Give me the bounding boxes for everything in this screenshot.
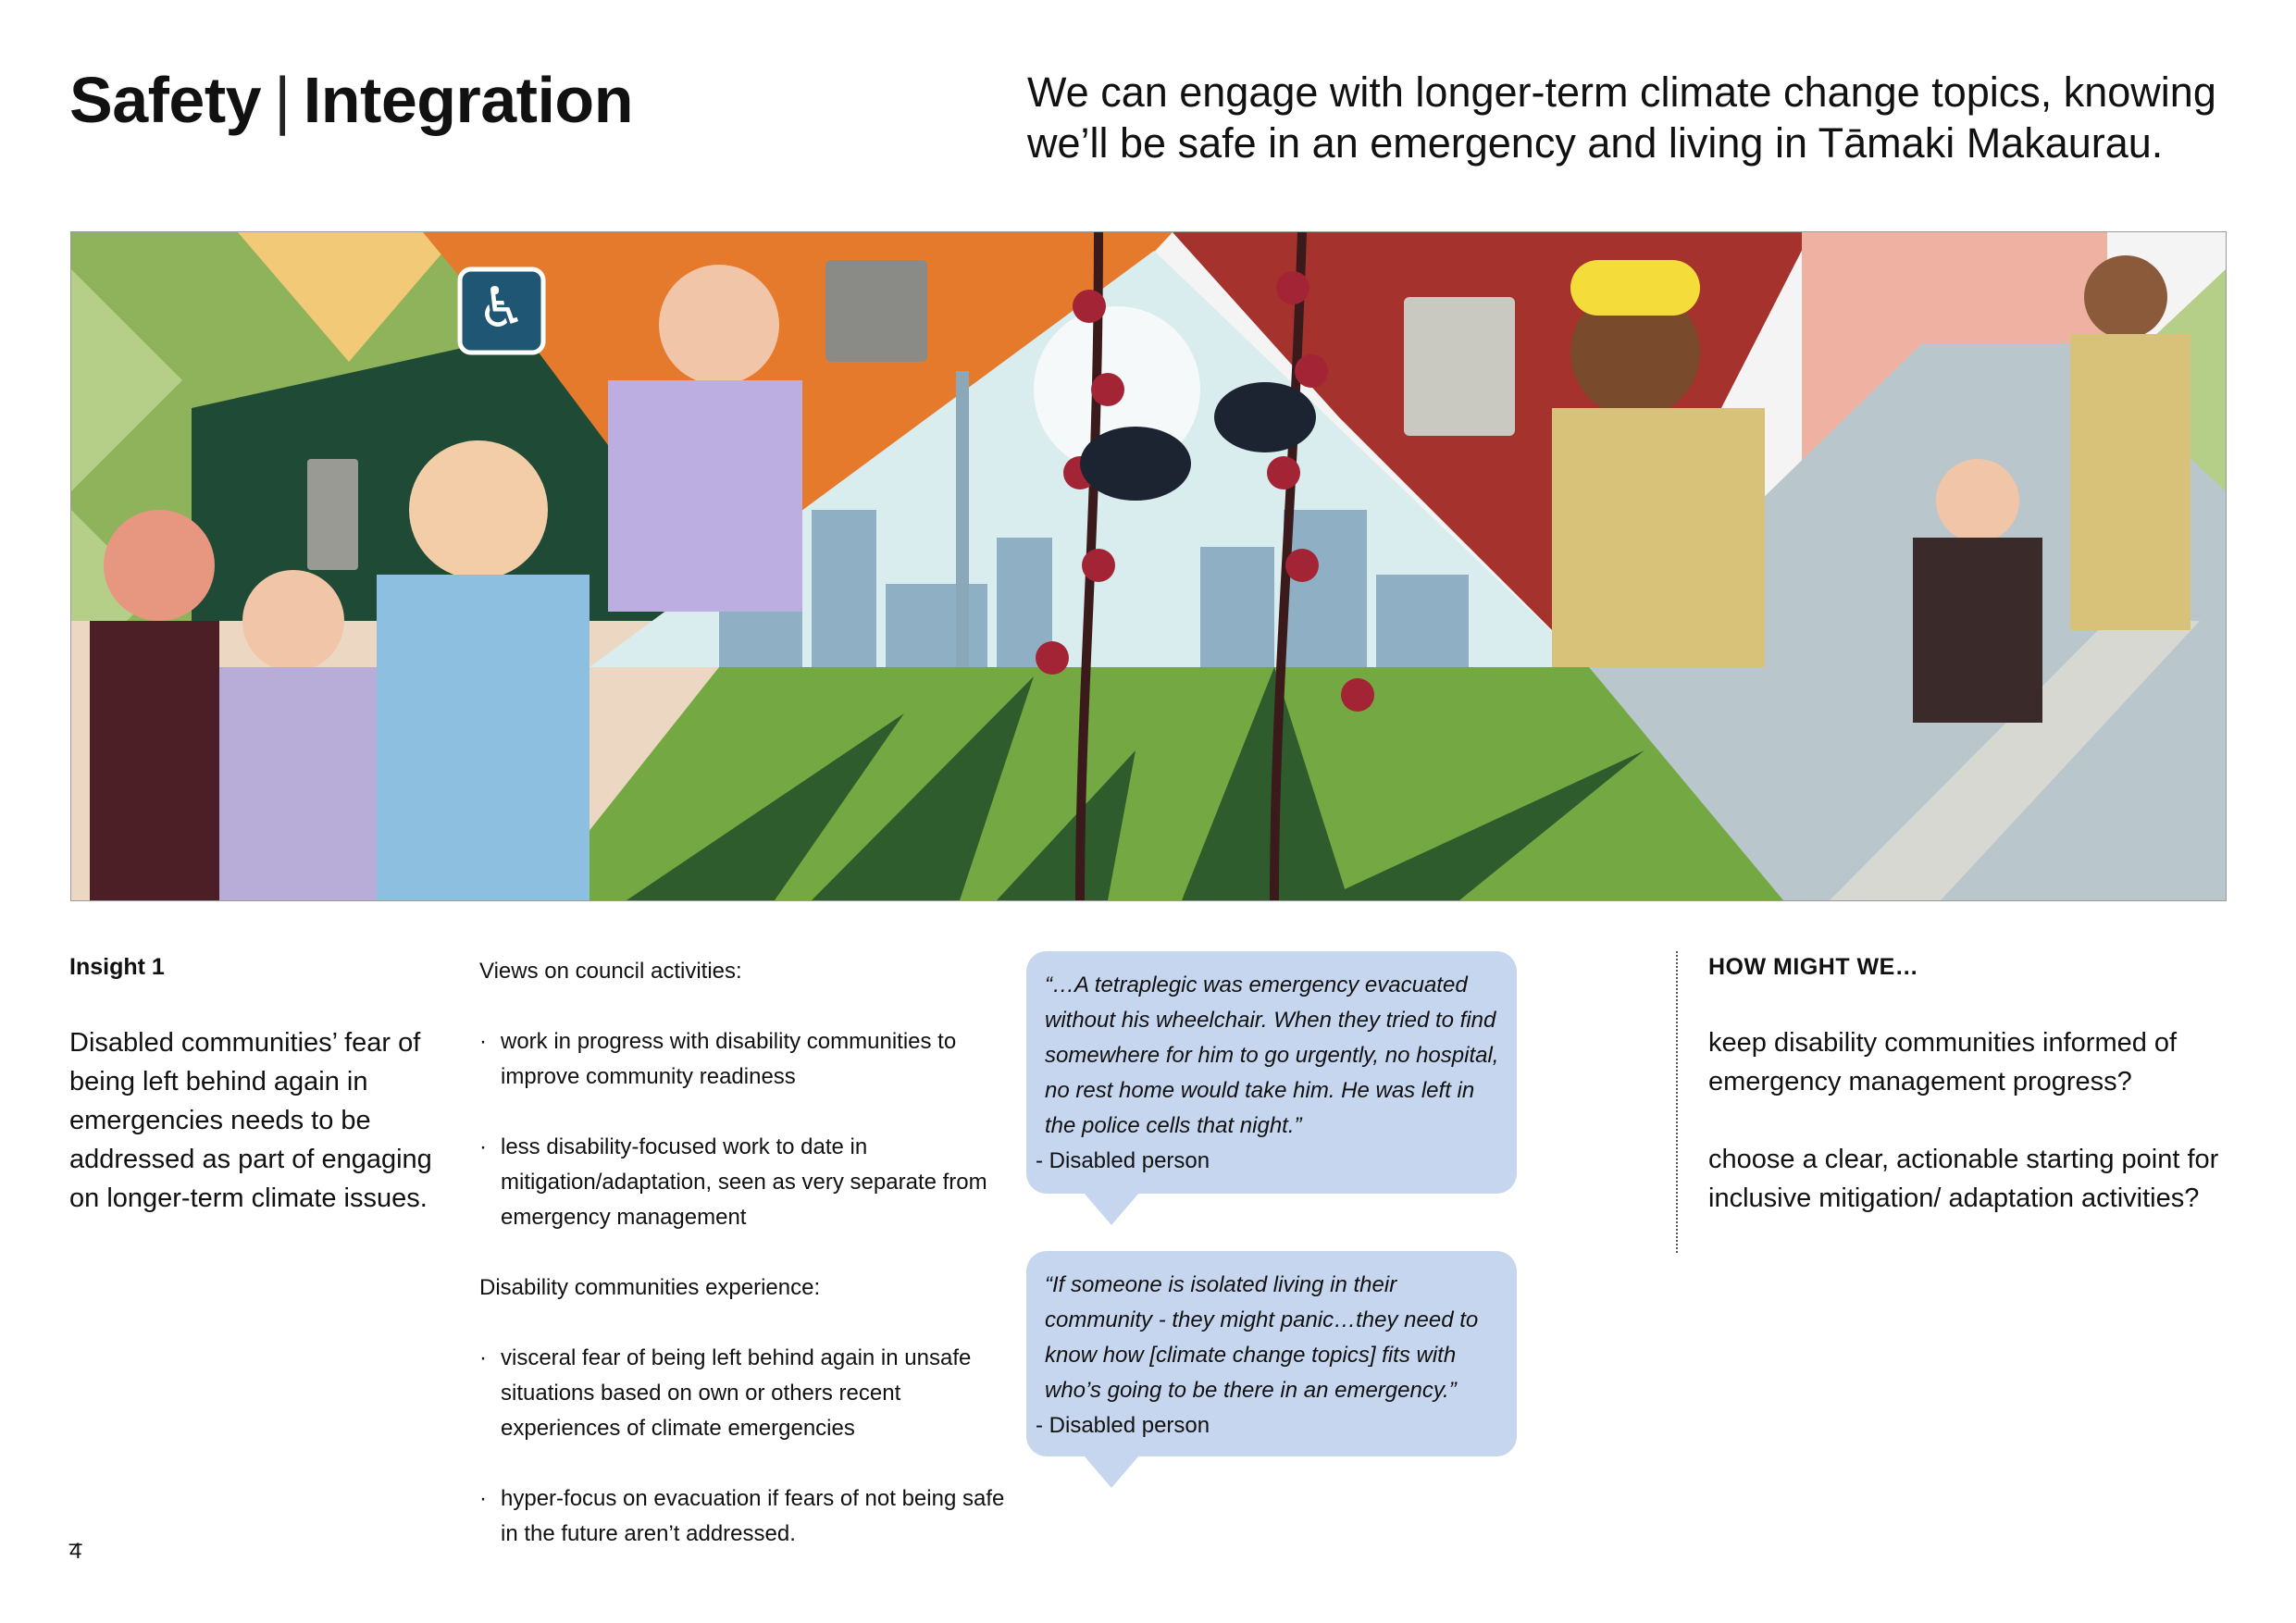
- page-number-mark: _: [69, 1521, 82, 1546]
- insight-text: Disabled communities’ fear of being left…: [69, 1028, 432, 1213]
- how-might-we-label: HOW MIGHT WE…: [1708, 954, 1919, 980]
- intercom-panel: [307, 459, 358, 570]
- views-list: work in progress with disability communi…: [479, 1024, 1007, 1235]
- experience-list-item: hyper-focus on evacuation if fears of no…: [479, 1481, 1007, 1552]
- quote-bubble: “If someone is isolated living in their …: [1026, 1251, 1517, 1488]
- quote-bubble: “…A tetraplegic was emergency evacuated …: [1026, 951, 1517, 1225]
- person-tablet: [219, 570, 377, 900]
- quote-text: “If someone is isolated living in their …: [1045, 1272, 1479, 1403]
- title-integration: Integration: [303, 64, 634, 136]
- experience-list: visceral fear of being left behind again…: [479, 1341, 1007, 1552]
- page-title: Safety|Integration: [69, 65, 633, 136]
- chevron-stripe: [71, 269, 182, 491]
- intercom-panel: [1404, 297, 1515, 436]
- city-skyline: [719, 510, 1469, 667]
- how-might-we-item: choose a clear, actionable starting poin…: [1708, 1145, 2219, 1213]
- hero-illustration-art: ♿: [71, 232, 2226, 900]
- how-might-we-item: keep disability communities informed of …: [1708, 1028, 2178, 1096]
- views-heading: Views on council activities:: [479, 959, 742, 984]
- views-column: Views on council activities: work in pro…: [479, 954, 1007, 1587]
- sky-tower: [956, 371, 969, 667]
- rescuer: [2070, 255, 2191, 630]
- tui-bird: [1080, 427, 1191, 501]
- hero-illustration: ♿: [70, 231, 2227, 901]
- bg-yellow-panel: [238, 232, 460, 362]
- dotted-divider: [1676, 951, 1678, 1253]
- flax-stems: [1075, 232, 1307, 900]
- flax-leaves: [627, 667, 1644, 900]
- person-evacuation-chair: [1913, 459, 2042, 723]
- intercom-panel: [825, 260, 927, 362]
- title-safety: Safety: [69, 64, 262, 136]
- views-list-item: less disability-focused work to date in …: [479, 1130, 1007, 1235]
- firefighter: [1552, 260, 1765, 667]
- insight-label: Insight 1: [69, 954, 165, 980]
- experience-heading: Disability communities experience:: [479, 1275, 821, 1300]
- page-subtitle: We can engage with longer-term climate c…: [1027, 68, 2216, 167]
- title-separator: |: [274, 64, 291, 136]
- tui-bird: [1214, 382, 1316, 452]
- wheelchair-icon: ♿: [477, 276, 527, 341]
- person-man: [377, 440, 590, 900]
- person-wheelchair-user: [608, 265, 802, 612]
- experience-list-item: visceral fear of being left behind again…: [479, 1341, 1007, 1446]
- quote-text: “…A tetraplegic was emergency evacuated …: [1045, 973, 1499, 1138]
- stairs: [1830, 621, 2200, 900]
- flax-flowers: [1036, 271, 1374, 712]
- quote-attribution: - Disabled person: [1036, 1413, 1210, 1438]
- accessibility-sign: [457, 266, 546, 355]
- person-hijab: [90, 510, 219, 900]
- views-list-item: work in progress with disability communi…: [479, 1024, 1007, 1095]
- how-might-we-list: keep disability communities informed of …: [1708, 1023, 2227, 1257]
- quote-attribution: - Disabled person: [1036, 1148, 1210, 1173]
- page-number: 4: [69, 1539, 82, 1564]
